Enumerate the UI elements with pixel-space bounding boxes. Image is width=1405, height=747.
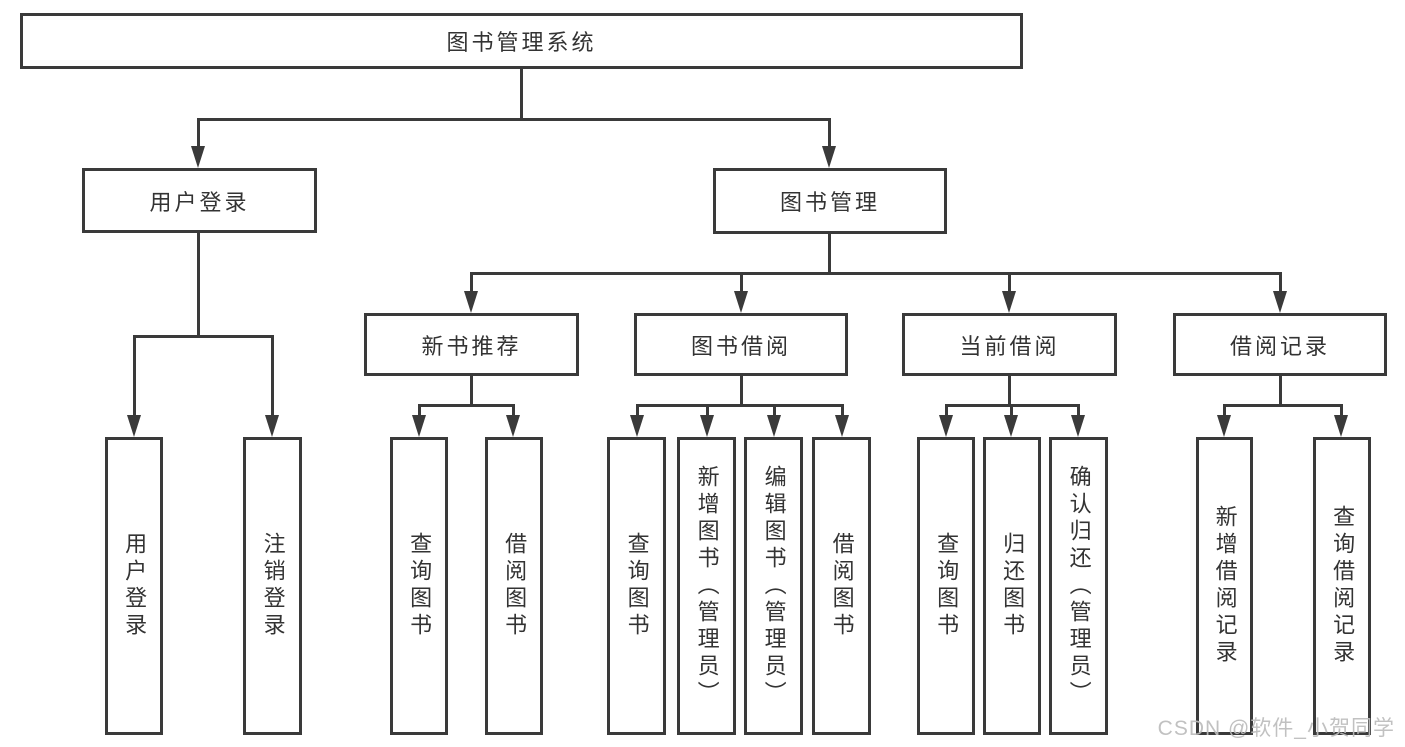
node-book-borrow-label: 图书借阅 [690, 333, 791, 359]
connector-line [1340, 404, 1343, 415]
node-user-login: 用户登录 [82, 168, 317, 233]
connector-line [1279, 376, 1282, 407]
node-return-book: 归还图书 [983, 437, 1041, 735]
connector-line [512, 404, 515, 415]
connector-line [740, 272, 743, 291]
connector-line [828, 118, 831, 146]
connector-line [470, 272, 1281, 275]
node-user-login-label: 用户登录 [149, 189, 250, 215]
connector-line [828, 234, 831, 275]
arrow-down-icon [1004, 415, 1018, 437]
connector-line [1279, 272, 1282, 291]
arrow-down-icon [1334, 415, 1348, 437]
node-current-borrow-label: 当前借阅 [959, 333, 1060, 359]
node-book-management: 图书管理 [713, 168, 947, 234]
node-book-management-label: 图书管理 [779, 190, 880, 215]
node-add-book-admin: 新增图书（管理员） [677, 437, 736, 735]
connector-line [197, 118, 200, 146]
connector-line [520, 69, 523, 121]
connector-line [1008, 376, 1011, 407]
arrow-down-icon [939, 415, 953, 437]
connector-line [1223, 404, 1226, 415]
connector-line [418, 404, 421, 415]
node-borrow-books-leaf-label: 借阅图书 [829, 532, 855, 640]
connector-line [1077, 404, 1080, 415]
node-user-login-leaf-label: 用户登录 [122, 532, 148, 640]
node-borrow-records-label: 借阅记录 [1229, 333, 1330, 359]
arrow-down-icon [191, 146, 205, 168]
connector-line [197, 233, 200, 338]
arrow-down-icon [127, 415, 141, 437]
connector-line [706, 404, 709, 415]
node-query-books-borrow: 查询图书 [607, 437, 666, 735]
node-new-book-recommend: 新书推荐 [364, 313, 579, 376]
node-query-books-current-label: 查询图书 [934, 532, 960, 640]
connector-line [470, 376, 473, 407]
connector-line [133, 335, 136, 415]
node-query-books-current: 查询图书 [917, 437, 975, 735]
node-system-root-label: 图书管理系统 [446, 30, 597, 55]
node-edit-book-admin-label: 编辑图书（管理员） [761, 464, 787, 708]
arrow-down-icon [822, 146, 836, 168]
connector-line [841, 404, 844, 415]
arrow-down-icon [734, 291, 748, 313]
arrow-down-icon [1273, 291, 1287, 313]
arrow-down-icon [1217, 415, 1231, 437]
node-edit-book-admin: 编辑图书（管理员） [744, 437, 803, 735]
node-new-book-recommend-label: 新书推荐 [421, 333, 522, 359]
connector-line [197, 118, 831, 121]
node-add-book-admin-label: 新增图书（管理员） [694, 464, 720, 708]
node-book-borrow: 图书借阅 [634, 313, 848, 376]
arrow-down-icon [835, 415, 849, 437]
node-logout-leaf-label: 注销登录 [260, 532, 286, 640]
node-borrow-books-leaf: 借阅图书 [812, 437, 871, 735]
node-borrow-books-recommend-label: 借阅图书 [502, 532, 528, 640]
connector-line [1008, 272, 1011, 291]
node-query-books-borrow-label: 查询图书 [624, 532, 650, 640]
connector-line [1010, 404, 1013, 415]
node-system-root: 图书管理系统 [20, 13, 1023, 69]
node-add-borrow-record: 新增借阅记录 [1196, 437, 1253, 735]
csdn-watermark: CSDN @软件_小贺同学 [1157, 717, 1395, 740]
node-add-borrow-record-label: 新增借阅记录 [1212, 505, 1238, 667]
arrow-down-icon [1002, 291, 1016, 313]
arrow-down-icon [464, 291, 478, 313]
node-current-borrow: 当前借阅 [902, 313, 1117, 376]
connector-line [636, 404, 843, 407]
node-query-borrow-record: 查询借阅记录 [1313, 437, 1371, 735]
connector-line [133, 335, 274, 338]
arrow-down-icon [1071, 415, 1085, 437]
arrow-down-icon [506, 415, 520, 437]
connector-line [740, 376, 743, 407]
connector-line [418, 404, 515, 407]
connector-line [773, 404, 776, 415]
node-borrow-books-recommend: 借阅图书 [485, 437, 543, 735]
connector-line [271, 335, 274, 415]
connector-line [1223, 404, 1342, 407]
node-logout-leaf: 注销登录 [243, 437, 302, 735]
arrow-down-icon [265, 415, 279, 437]
node-query-books-recommend: 查询图书 [390, 437, 448, 735]
connector-line [945, 404, 948, 415]
arrow-down-icon [767, 415, 781, 437]
connector-line [636, 404, 639, 415]
node-confirm-return-admin-label: 确认归还（管理员） [1066, 464, 1092, 708]
node-return-book-label: 归还图书 [1000, 532, 1026, 640]
node-query-books-recommend-label: 查询图书 [407, 532, 433, 640]
arrow-down-icon [700, 415, 714, 437]
node-borrow-records: 借阅记录 [1173, 313, 1387, 376]
node-user-login-leaf: 用户登录 [105, 437, 163, 735]
arrow-down-icon [412, 415, 426, 437]
node-confirm-return-admin: 确认归还（管理员） [1049, 437, 1108, 735]
arrow-down-icon [630, 415, 644, 437]
connector-line [470, 272, 473, 291]
node-query-borrow-record-label: 查询借阅记录 [1330, 505, 1356, 667]
